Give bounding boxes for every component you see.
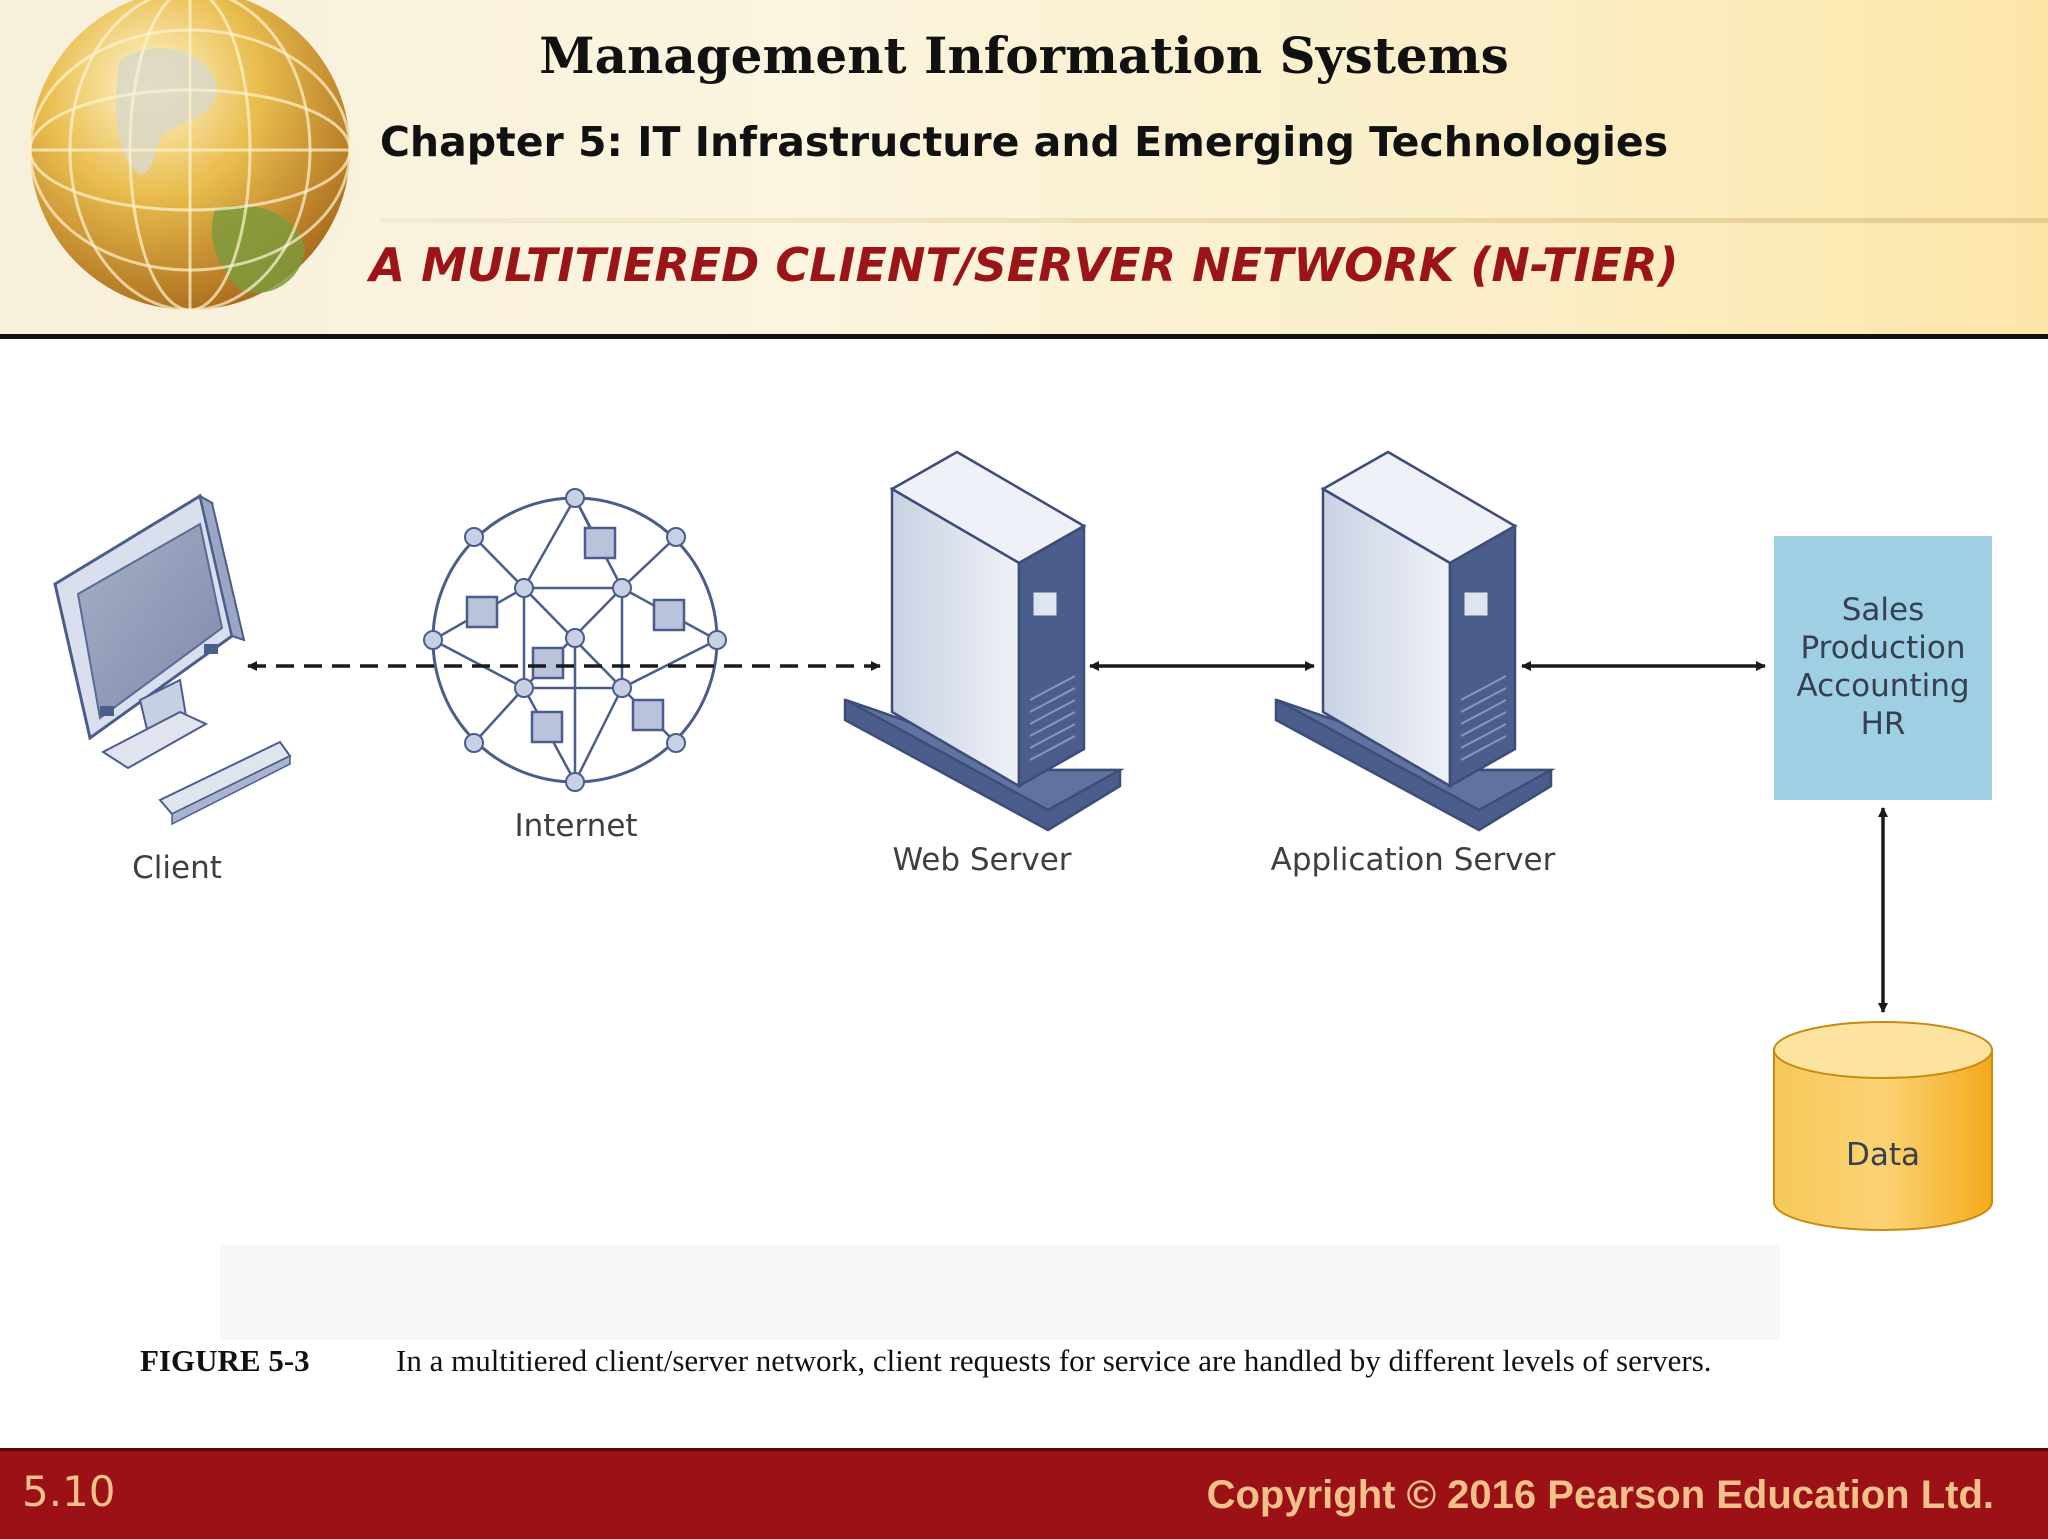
n-tier-diagram: Sales Production Accounting HR Data Clie… (53, 450, 1993, 1340)
slide-header: Management Information Systems Chapter 5… (0, 0, 2048, 336)
caption-text: In a multitiered client/server network, … (396, 1343, 1712, 1378)
web-server-label: Web Server (892, 842, 1071, 878)
function-item-hr: HR (1861, 706, 1906, 742)
data-label: Data (1846, 1137, 1920, 1173)
chapter-title: Chapter 5: IT Infrastructure and Emergin… (379, 118, 1669, 166)
header-divider (0, 334, 2048, 339)
data-cylinder-icon (1773, 1021, 1993, 1231)
client-label: Client (132, 850, 222, 886)
globe-icon (0, 0, 380, 336)
slide-footer: 5.10 Copyright © 2016 Pearson Education … (0, 1448, 2048, 1539)
figure-caption: FIGURE 5-3 In a multitiered client/server… (140, 1343, 1712, 1379)
internet-network-icon (423, 488, 727, 792)
book-title: Management Information Systems (539, 26, 1509, 85)
application-server-label: Application Server (1271, 842, 1556, 878)
internet-label: Internet (514, 808, 637, 844)
business-functions-box (1774, 536, 1992, 800)
client-computer-icon (53, 493, 292, 826)
caption-background-band (220, 1245, 1780, 1340)
function-item-production: Production (1801, 630, 1966, 666)
function-item-sales: Sales (1842, 592, 1925, 628)
copyright-notice: Copyright © 2016 Pearson Education Ltd. (1206, 1473, 1994, 1517)
function-item-accounting: Accounting (1796, 668, 1969, 704)
figure-number: FIGURE 5-3 (140, 1343, 310, 1378)
slide-title: A MULTITIERED CLIENT/SERVER NETWORK (N-T… (369, 238, 1679, 292)
slide-number: 5.10 (22, 1467, 116, 1516)
application-server-icon (1274, 450, 1556, 832)
header-accent-rule (380, 218, 2048, 223)
web-server-icon (843, 450, 1125, 832)
